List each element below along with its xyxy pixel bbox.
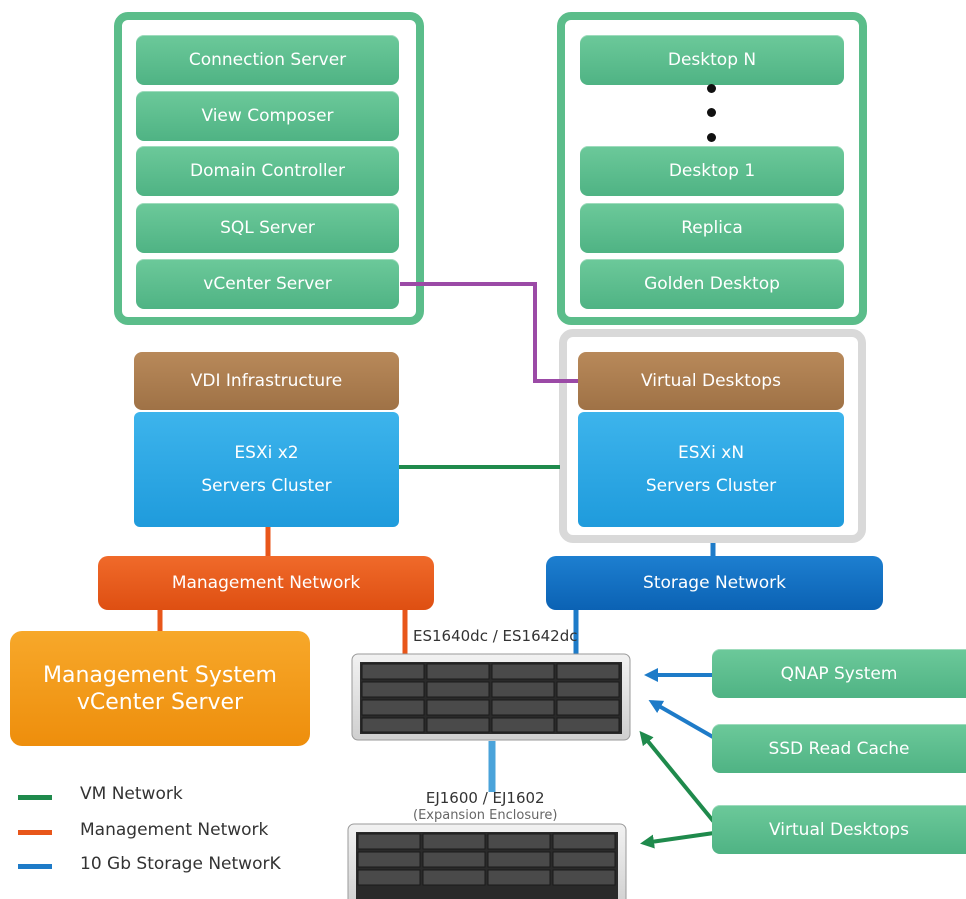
ellipsis-dot (707, 108, 716, 117)
view-composer-node: View Composer (136, 91, 399, 141)
legend-label-storage: 10 Gb Storage NetworK (80, 854, 281, 874)
ellipsis-dot (707, 133, 716, 142)
ssd-cache-arrow (648, 700, 714, 739)
cluster-line1: ESXi xN (677, 442, 745, 463)
sql-server-node: SQL Server (136, 203, 399, 253)
desktop-1-node: Desktop 1 (580, 146, 844, 196)
cluster-line2: Servers Cluster (645, 475, 777, 496)
expansion-storage-array (347, 823, 627, 899)
ssd-read-cache-box: SSD Read Cache (712, 724, 966, 773)
management-system-line2: vCenter Server (76, 689, 244, 715)
storage-network-bar: Storage Network (546, 556, 883, 610)
management-network-bar: Management Network (98, 556, 434, 610)
expansion-enclosure-label: EJ1600 / EJ1602 (Expansion Enclosure) (413, 790, 557, 824)
cluster-line1: ESXi x2 (234, 442, 299, 463)
vdi-infrastructure-layer: VDI Infrastructure (134, 352, 399, 410)
virtual-desktops-arrow-left (640, 831, 715, 849)
desktop-n-node: Desktop N (580, 35, 844, 85)
legend-label-management: Management Network (80, 820, 269, 840)
expansion-model: EJ1600 / EJ1602 (425, 789, 545, 807)
connection-server-node: Connection Server (136, 35, 399, 85)
legend-swatch-management (18, 830, 52, 835)
vcenter-link-line (400, 282, 603, 386)
cluster-line2: Servers Cluster (201, 475, 332, 496)
virtual-desktops-box: Virtual Desktops (712, 805, 966, 854)
legend-label-vm: VM Network (80, 784, 183, 804)
expansion-desc: (Expansion Enclosure) (413, 808, 558, 823)
primary-array-label: ES1640dc / ES1642dc (413, 627, 578, 645)
management-system-line1: Management System (43, 662, 277, 688)
replica-node: Replica (580, 203, 844, 253)
virtual-desktops-layer: Virtual Desktops (578, 352, 844, 410)
qnap-system-box: QNAP System (712, 649, 966, 698)
domain-controller-node: Domain Controller (136, 146, 399, 196)
golden-desktop-node: Golden Desktop (580, 259, 844, 309)
ellipsis-dot (707, 84, 716, 93)
esxi-xn-cluster: ESXi xN Servers Cluster (578, 412, 844, 527)
vcenter-server-node: vCenter Server (136, 259, 399, 309)
legend-swatch-storage (18, 864, 52, 869)
primary-storage-array (351, 653, 631, 741)
esxi-x2-cluster: ESXi x2 Servers Cluster (134, 412, 399, 527)
management-system-box: Management System vCenter Server (10, 631, 310, 746)
virtual-desktops-arrow-up (639, 730, 716, 824)
legend-swatch-vm (18, 795, 52, 800)
